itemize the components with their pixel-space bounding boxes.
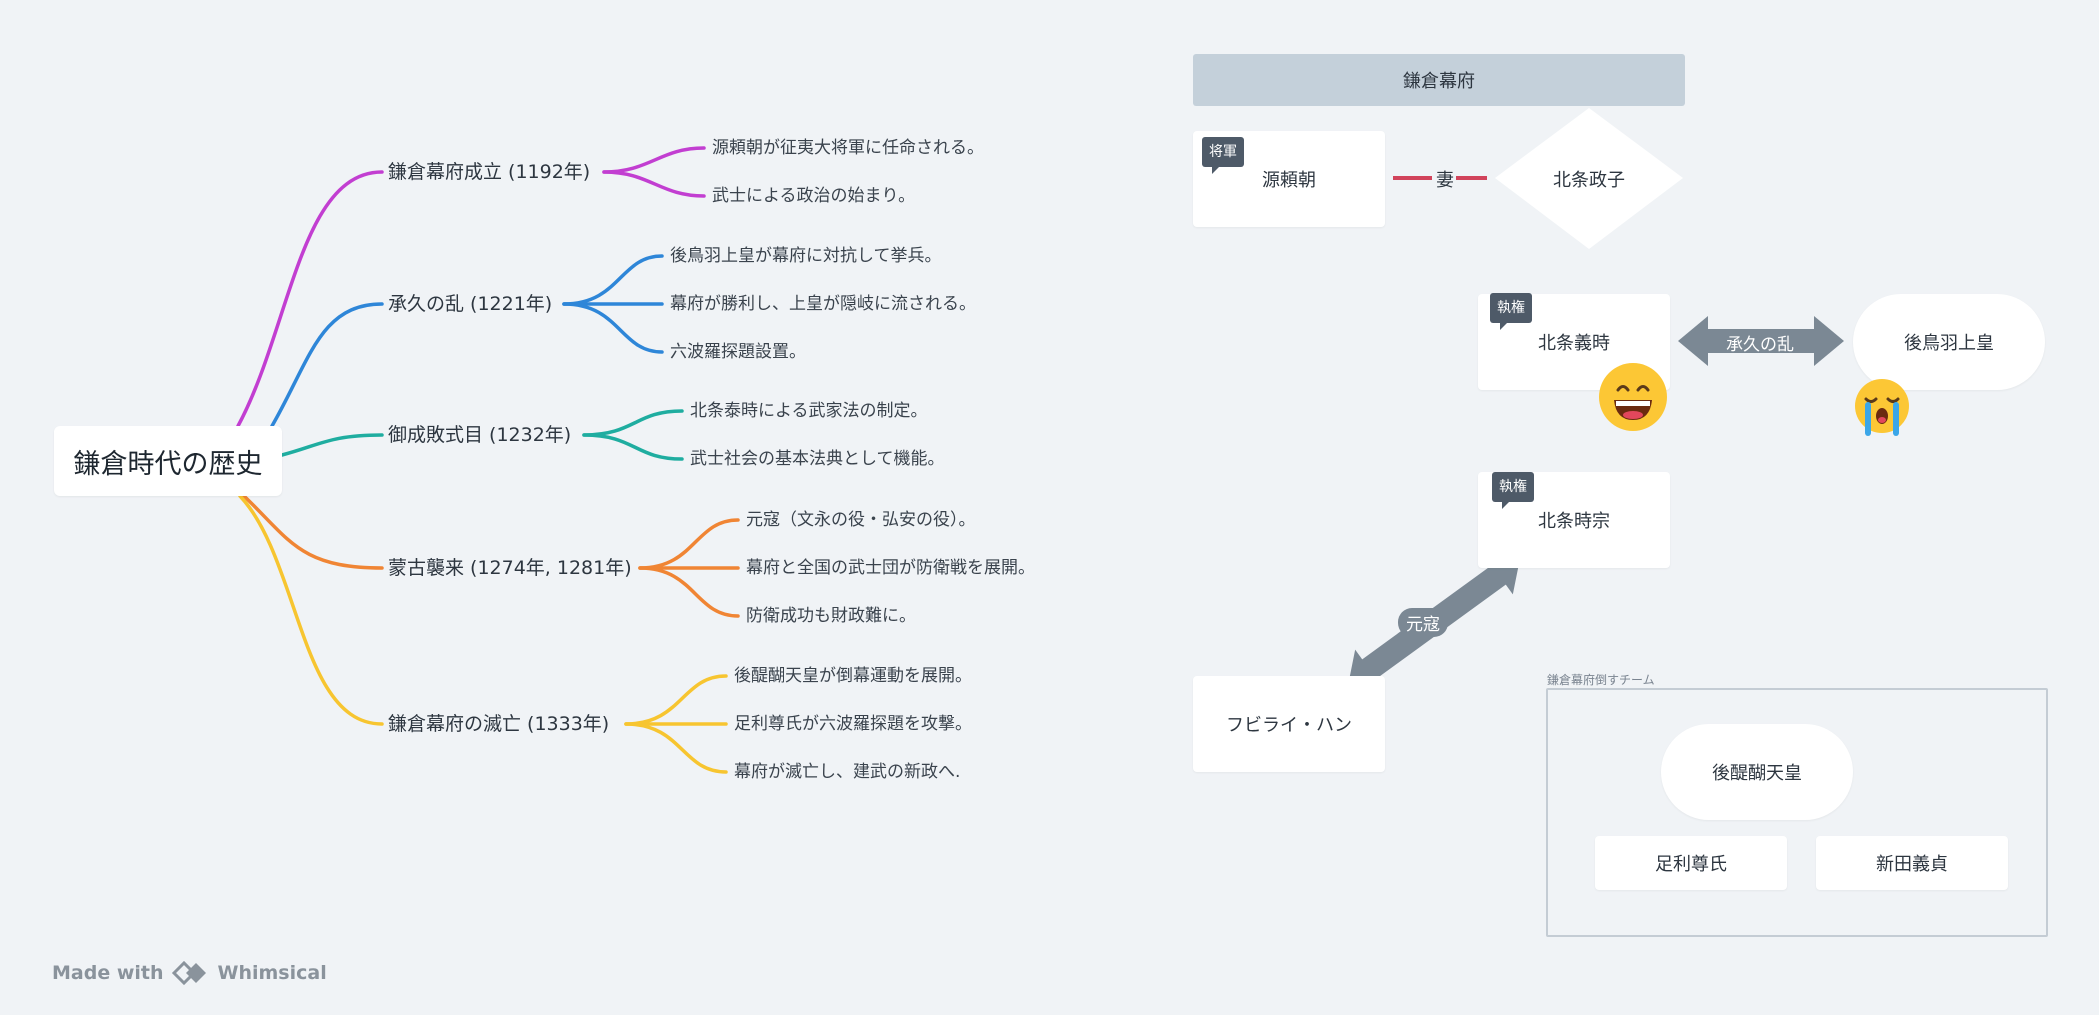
leaf-2-2[interactable]: 幕府が勝利し、上皇が隠岐に流される。 (670, 294, 976, 314)
shikken-tag-tokimune: 執権 (1492, 472, 1534, 509)
wife-link-label: 妻 (1434, 166, 1456, 192)
mindmap-root[interactable]: 鎌倉時代の歴史 (54, 426, 282, 496)
branch-kamakura-founding[interactable]: 鎌倉幕府成立 (1192年) (388, 161, 591, 183)
hojo-yoshitoki-label: 北条義時 (1538, 333, 1610, 354)
branch-jokyu-war[interactable]: 承久の乱 (1221年) (388, 293, 553, 315)
root-link-5 (238, 494, 384, 726)
branch-goseibai-shikimoku[interactable]: 御成敗式目 (1232年) (388, 424, 572, 446)
kublai-khan-card[interactable]: フビライ・ハン (1193, 676, 1385, 772)
godaigo-card[interactable]: 後醍醐天皇 (1661, 724, 1853, 820)
root-link-3 (280, 433, 384, 457)
genko-arrow-label-wrap: 元寇 (1398, 608, 1448, 637)
minamoto-yoritomo-label: 源頼朝 (1262, 170, 1316, 191)
leaf-5-3[interactable]: 幕府が滅亡し、建武の新政へ. (734, 762, 961, 782)
leaf-link-3-1 (582, 409, 684, 437)
leaf-5-2[interactable]: 足利尊氏が六波羅探題を攻撃。 (734, 714, 972, 734)
gotoba-label: 後鳥羽上皇 (1904, 333, 1994, 354)
leaf-link-4-3 (638, 566, 740, 618)
ashikaga-card[interactable]: 足利尊氏 (1595, 836, 1787, 890)
jokyu-arrow-label: 承久の乱 (1726, 335, 1794, 355)
hojo-masako-label[interactable]: 北条政子 (1553, 170, 1625, 191)
grinning-face-icon (1599, 363, 1667, 431)
leaf-link-5-3 (624, 722, 728, 774)
anti-shogunate-group[interactable] (1546, 688, 2048, 937)
leaf-link-2-1 (562, 254, 664, 306)
nitta-card[interactable]: 新田義貞 (1816, 836, 2008, 890)
leaf-link-1-2 (602, 170, 706, 198)
minamoto-yoritomo-card[interactable]: 源頼朝 (1193, 131, 1385, 227)
leaf-link-2-3 (562, 302, 664, 354)
leaf-link-3-2 (582, 433, 684, 461)
leaf-4-3[interactable]: 防衛成功も財政難に。 (746, 606, 916, 626)
branch-mongol-invasion[interactable]: 蒙古襲来 (1274年, 1281年) (388, 557, 632, 579)
leaf-4-2[interactable]: 幕府と全国の武士団が防衛戦を展開。 (746, 558, 1035, 578)
leaf-link-4-1 (638, 518, 740, 570)
godaigo-label: 後醍醐天皇 (1712, 763, 1802, 784)
kublai-khan-label: フビライ・ハン (1226, 715, 1352, 736)
root-link-4 (242, 494, 384, 570)
root-link-2 (270, 302, 384, 428)
leaf-link-5-1 (624, 674, 728, 726)
genko-arrow-label: 元寇 (1406, 615, 1440, 635)
made-with-text: Made with (52, 962, 164, 984)
jokyu-arrow-shape (1678, 316, 1844, 366)
whimsical-brand-text: Whimsical (217, 962, 327, 984)
leaf-1-1[interactable]: 源頼朝が征夷大将軍に任命される。 (712, 138, 984, 158)
leaf-3-2[interactable]: 武士社会の基本法典として機能。 (690, 449, 945, 469)
hojo-masako-diamond (1495, 108, 1683, 249)
crying-face-icon (1855, 379, 1909, 436)
leaf-3-1[interactable]: 北条泰時による武家法の制定。 (690, 401, 928, 421)
shogun-tag: 将軍 (1202, 137, 1244, 174)
whimsical-logo-icon (171, 960, 206, 986)
nitta-label: 新田義貞 (1876, 854, 1948, 875)
kamakura-shogunate-header[interactable]: 鎌倉幕府 (1193, 54, 1685, 106)
gotoba-card[interactable]: 後鳥羽上皇 (1853, 294, 2045, 390)
leaf-2-3[interactable]: 六波羅探題設置。 (670, 342, 806, 362)
shikken-tag-yoshitoki: 執権 (1490, 293, 1532, 330)
hojo-tokimune-label: 北条時宗 (1538, 511, 1610, 532)
leaf-link-1-1 (602, 146, 706, 174)
leaf-5-1[interactable]: 後醍醐天皇が倒幕運動を展開。 (734, 666, 972, 686)
leaf-1-2[interactable]: 武士による政治の始まり。 (712, 186, 916, 206)
leaf-4-1[interactable]: 元寇（文永の役・弘安の役）。 (746, 510, 976, 530)
anti-shogunate-group-label: 鎌倉幕府倒すチーム (1547, 673, 1655, 687)
made-with-whimsical[interactable]: Made with Whimsical (52, 960, 327, 986)
root-link-1 (236, 170, 384, 428)
branch-kamakura-fall[interactable]: 鎌倉幕府の滅亡 (1333年) (388, 713, 610, 735)
ashikaga-label: 足利尊氏 (1655, 854, 1727, 875)
leaf-2-1[interactable]: 後鳥羽上皇が幕府に対抗して挙兵。 (670, 246, 942, 266)
